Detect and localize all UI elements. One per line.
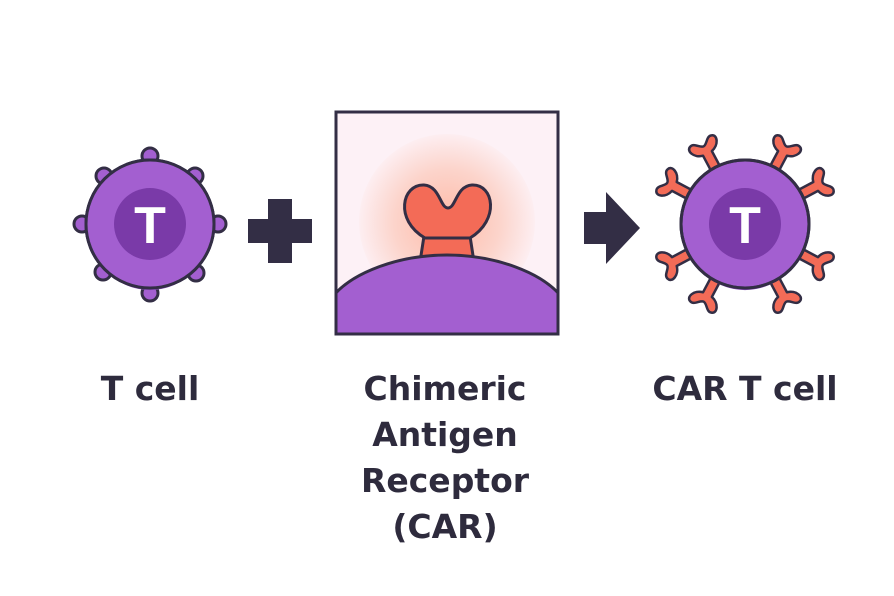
car-t-cell-icon — [655, 134, 835, 314]
car-receptor-icon — [334, 110, 560, 336]
car-label-line-3: Receptor — [360, 461, 530, 500]
t-cell-letter: T — [134, 197, 166, 255]
car-label: Chimeric Antigen Receptor (CAR) — [320, 366, 570, 550]
arrow-right-icon — [584, 192, 640, 264]
car-label-line-4: (CAR) — [392, 507, 498, 546]
t-cell-icon — [72, 146, 228, 303]
car-label-line-2: Antigen — [372, 415, 518, 454]
t-cell-label: T cell — [100, 369, 200, 408]
car-label-line-1: Chimeric — [363, 369, 527, 408]
car-t-cell-letter: T — [729, 197, 761, 255]
car-t-cell-label: CAR T cell — [652, 369, 838, 408]
plus-icon — [248, 199, 312, 263]
